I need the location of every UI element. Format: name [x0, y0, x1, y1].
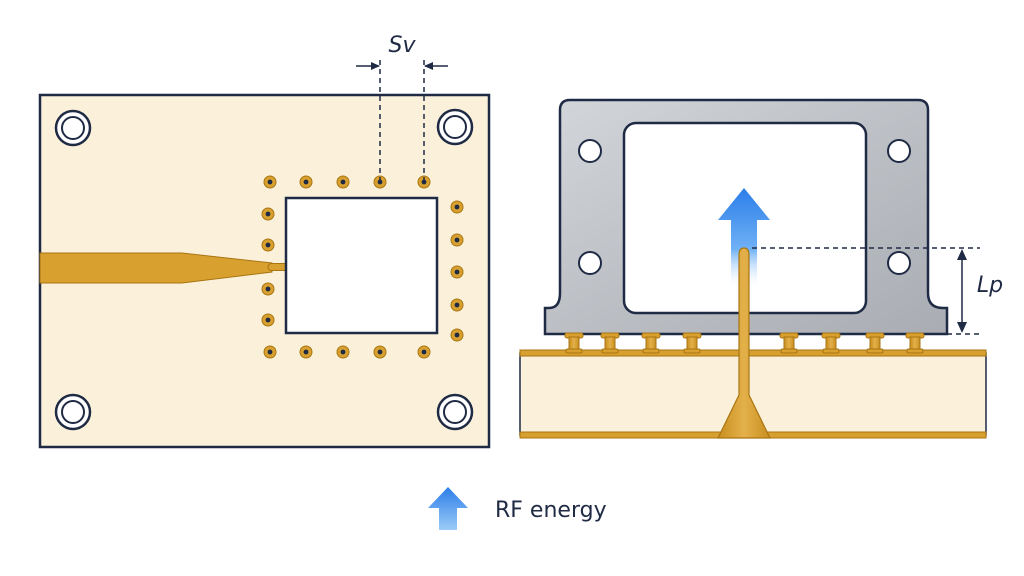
via — [450, 233, 464, 247]
microstrip-feed-line — [39, 252, 273, 284]
via — [261, 282, 275, 296]
via-fence — [261, 175, 464, 359]
section-via — [779, 332, 799, 354]
probe-feed — [717, 247, 771, 439]
mounting-hole-bottom-right — [436, 393, 474, 431]
flange-hole-bottom-right — [887, 251, 911, 275]
section-via — [865, 332, 885, 354]
flange-hole-top-left — [578, 139, 602, 163]
section-vias — [564, 332, 925, 354]
via — [336, 345, 350, 359]
mounting-hole-top-left — [54, 109, 92, 147]
via — [263, 175, 277, 189]
section-via — [905, 332, 925, 354]
via — [450, 298, 464, 312]
legend: RF energy — [428, 487, 607, 530]
section-via — [821, 332, 841, 354]
up-arrow-icon — [428, 487, 468, 530]
cross-section-view: Lp — [519, 98, 1003, 439]
waveguide-aperture — [284, 196, 439, 335]
legend-label: RF energy — [495, 498, 607, 523]
via — [450, 265, 464, 279]
mounting-hole-top-right — [436, 108, 474, 146]
via — [417, 345, 431, 359]
via — [299, 345, 313, 359]
flange-hole-top-right — [887, 139, 911, 163]
section-via — [641, 332, 661, 354]
probe-length-dimension: Lp — [752, 247, 1003, 335]
via — [373, 345, 387, 359]
top-copper-layer — [519, 349, 987, 357]
via-spacing-dimension: Sv — [356, 33, 448, 182]
mounting-hole-bottom-left — [54, 393, 92, 431]
flange-hole-bottom-left — [578, 251, 602, 275]
via — [336, 175, 350, 189]
via — [450, 200, 464, 214]
via — [261, 313, 275, 327]
rf-energy-arrow — [718, 188, 770, 290]
via — [299, 175, 313, 189]
via — [263, 345, 277, 359]
via — [261, 238, 275, 252]
section-via — [600, 332, 620, 354]
probe-length-label: Lp — [977, 273, 1003, 298]
section-via — [564, 332, 584, 354]
section-via — [682, 332, 702, 354]
via-spacing-label: Sv — [389, 33, 417, 58]
via — [450, 328, 464, 342]
pcb-top-view: Sv — [38, 33, 491, 449]
via — [261, 207, 275, 221]
